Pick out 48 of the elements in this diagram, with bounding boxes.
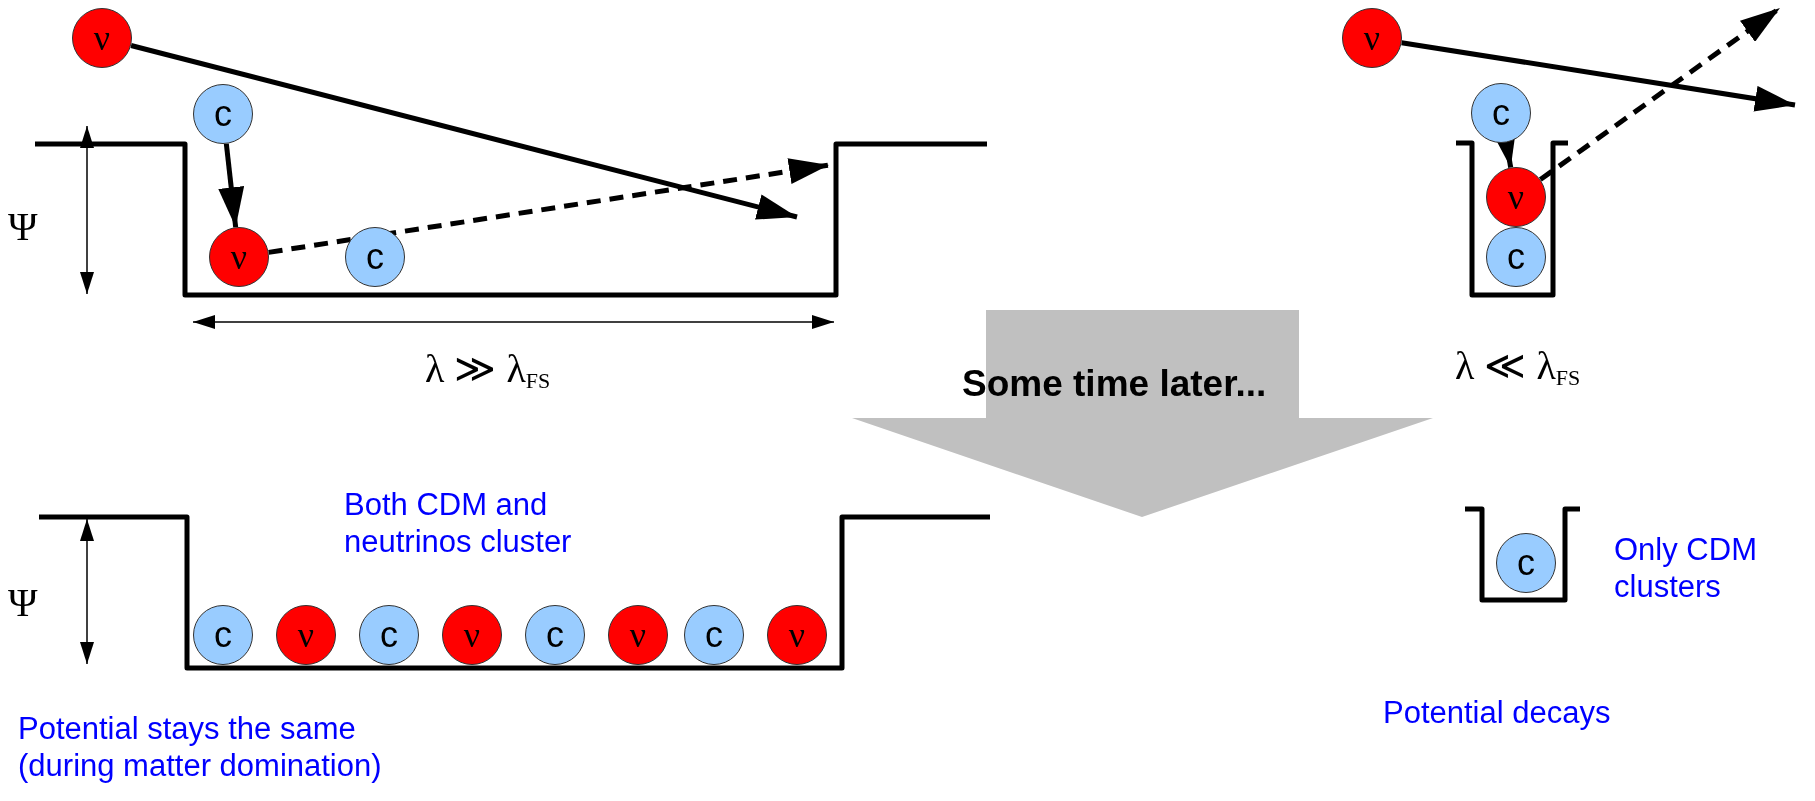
particle-circle (767, 605, 827, 665)
particle-symbol: c (1507, 239, 1525, 275)
particle-circle (1486, 167, 1546, 227)
particle-circle (72, 8, 132, 68)
particle-symbol: c (380, 617, 398, 653)
particle-circle (1496, 533, 1556, 593)
particle-circle (276, 605, 336, 665)
particle-circle (359, 605, 419, 665)
particle-circle (684, 605, 744, 665)
potential-symbol: Ψ (8, 203, 38, 250)
particle-symbol: ν (297, 617, 315, 653)
particle-circle (1486, 227, 1546, 287)
particle-symbol: ν (1363, 20, 1381, 56)
arrow (1538, 5, 1782, 182)
particle-circle (193, 605, 253, 665)
particle-symbol: c (214, 96, 232, 132)
scale-condition: λ ≫ λ$_{FS}$ (425, 345, 551, 394)
particle-circle (345, 227, 405, 287)
annotation-text: Potential decays (1383, 694, 1611, 731)
annotation-text: Potential stays the same (during matter domination) (18, 710, 383, 784)
arrow (1401, 40, 1796, 112)
particle-symbol: ν (463, 617, 481, 653)
particle-symbol: c (705, 617, 723, 653)
particle-symbol: ν (788, 617, 806, 653)
particle-circle (193, 84, 253, 144)
potential-symbol: Ψ (8, 579, 38, 626)
particle-symbol: c (214, 617, 232, 653)
particle-circle (1471, 83, 1531, 143)
particle-symbol: ν (1507, 179, 1525, 215)
annotation-text: Only CDM clusters (1614, 531, 1758, 605)
arrow (218, 143, 245, 228)
particle-symbol: c (1517, 545, 1535, 581)
annotation-text: Both CDM and neutrinos cluster (344, 486, 573, 560)
particle-symbol: ν (629, 617, 647, 653)
scale-condition: λ ≪ λ$_{FS}$ (1455, 342, 1581, 391)
particle-symbol: ν (93, 20, 111, 56)
arrow (268, 158, 830, 255)
particle-circle (1342, 8, 1402, 68)
particle-circle (209, 227, 269, 287)
particle-circle (525, 605, 585, 665)
transition-label: Some time later... (962, 363, 1267, 405)
particle-symbol: c (366, 239, 384, 275)
particle-circle (608, 605, 668, 665)
arrow (130, 43, 798, 220)
particle-symbol: c (1492, 95, 1510, 131)
particle-symbol: ν (230, 239, 248, 275)
particle-circle (442, 605, 502, 665)
particle-symbol: c (546, 617, 564, 653)
